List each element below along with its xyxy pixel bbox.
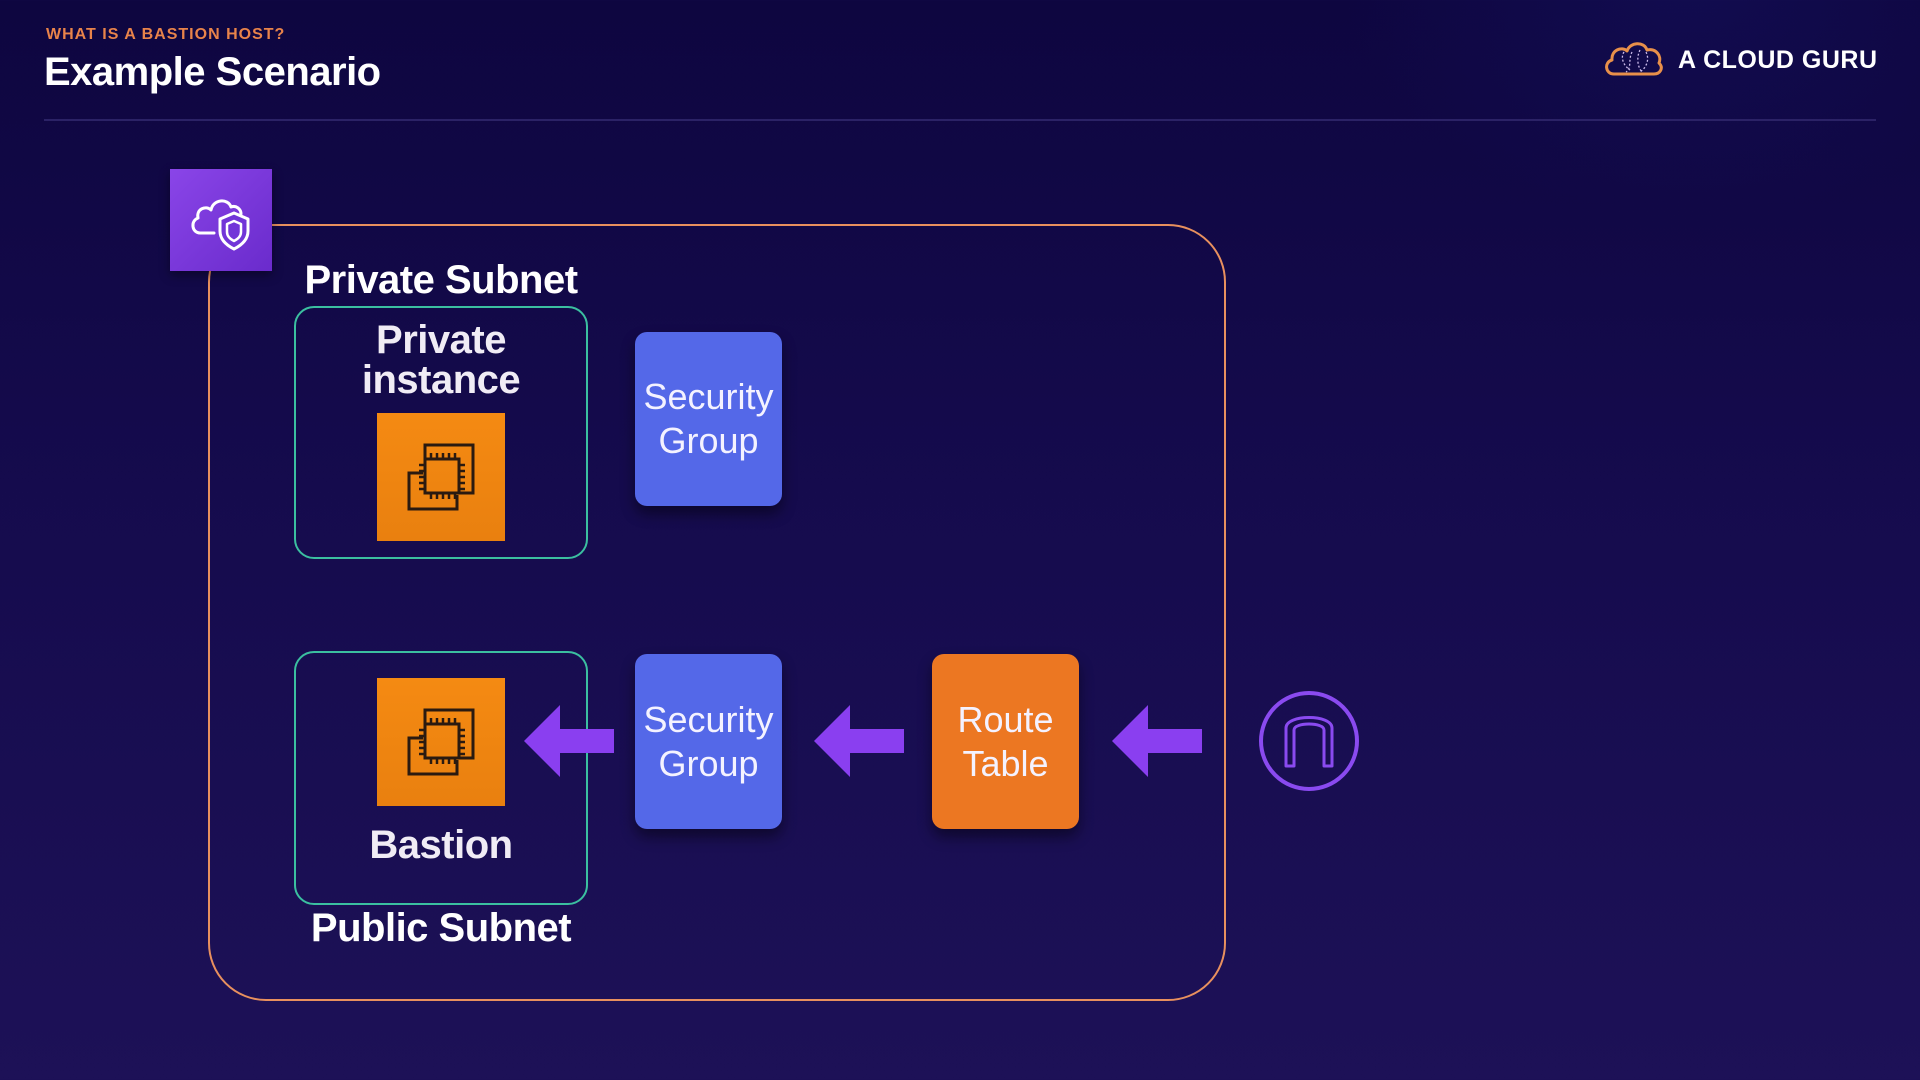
arrow-left-icon xyxy=(814,705,904,777)
bastion-label: Bastion xyxy=(369,823,513,867)
brand-logo: A CLOUD GURU xyxy=(1602,38,1878,83)
private-subnet-box: Private instance xyxy=(294,306,588,559)
public-sg-label-line2: Group xyxy=(658,742,759,784)
route-table-label-line1: Route xyxy=(957,698,1054,740)
page-title: Example Scenario xyxy=(44,50,381,94)
public-sg-label-line1: Security xyxy=(643,698,774,740)
cloud-logo-icon xyxy=(1602,38,1664,83)
vpc-boundary xyxy=(208,224,1226,1001)
private-instance-label-line2: instance xyxy=(361,358,521,402)
public-security-group[interactable]: Security Group xyxy=(635,654,782,829)
section-eyebrow: WHAT IS A BASTION HOST? xyxy=(46,26,286,43)
bastion-instance[interactable] xyxy=(377,678,505,806)
vpc-icon xyxy=(170,169,272,271)
private-sg-label-line1: Security xyxy=(643,376,774,417)
private-subnet-label: Private Subnet xyxy=(304,258,578,302)
brand-name: A CLOUD GURU xyxy=(1678,46,1878,74)
public-subnet-label: Public Subnet xyxy=(310,906,572,950)
arrow-left-icon xyxy=(1112,705,1202,777)
public-subnet-box: Bastion xyxy=(294,651,588,905)
private-security-group[interactable]: Security Group xyxy=(635,332,782,506)
private-instance-label-line1: Private xyxy=(376,318,506,362)
route-table[interactable]: Route Table xyxy=(932,654,1079,829)
private-sg-label-line2: Group xyxy=(658,420,759,461)
ec2-instance-icon xyxy=(407,708,475,776)
arrow-left-icon xyxy=(524,705,614,777)
ec2-instance-icon xyxy=(407,443,475,511)
route-table-label-line2: Table xyxy=(962,742,1049,784)
internet-gateway-icon[interactable] xyxy=(1256,688,1362,794)
header-divider xyxy=(44,119,1876,121)
background-glow xyxy=(1340,0,1920,220)
vpc-cloud-shield-icon xyxy=(191,199,250,251)
private-instance[interactable] xyxy=(377,413,505,541)
